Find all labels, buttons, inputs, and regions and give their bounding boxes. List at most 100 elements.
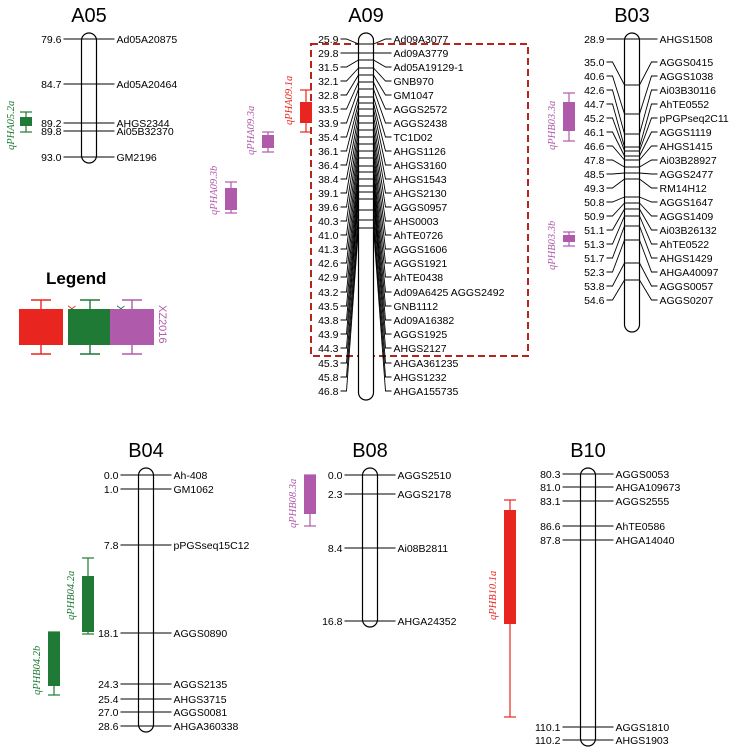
marker-position: 86.6 [540,521,561,533]
marker-position: 51.1 [584,225,605,237]
marker-connector-left [340,129,359,208]
marker-connector-left [340,136,359,222]
qtl-box [20,117,32,126]
marker-position: 80.3 [540,469,561,481]
marker-position: 43.9 [318,329,339,341]
marker-connector-right [373,88,392,124]
marker-connector-right [373,178,392,307]
marker-connector-left [340,191,359,335]
marker-position: 0.0 [328,470,343,482]
marker-connector-left [340,59,359,68]
qtl-qphb03-3b: qPHB03.3b [547,221,575,270]
marker-position: 48.5 [584,169,605,181]
marker-connector-right [373,96,392,138]
marker-position: 40.6 [584,71,605,83]
marker-position: 42.6 [318,258,339,270]
marker-position: 18.1 [98,628,119,640]
marker-connector-left [340,122,359,194]
marker-name: AHGA40097 [660,267,719,279]
qtl-box [563,235,575,242]
marker-connector-right [639,172,658,175]
chromosome-title: B10 [570,440,606,462]
qtl-box [82,576,94,632]
marker-position: 51.7 [584,253,605,265]
qtl-box [504,510,516,624]
qtl-box [304,475,316,514]
marker-name: GNB970 [394,76,434,88]
marker-connector-right [639,178,658,189]
marker-connector-right [639,61,658,86]
highlight-region [310,43,529,357]
qtl-label: qPHA05.2a [6,101,17,150]
marker-position: 46.1 [584,127,605,139]
marker-connector-right [373,108,392,166]
marker-name: AGGS0415 [660,57,714,69]
marker-position: 31.5 [318,62,339,74]
marker-connector-right [373,102,392,152]
chromosome-bar [579,467,597,747]
marker-name: AHGA14040 [616,535,675,547]
marker-position: 89.2 [41,118,62,130]
qtl-label: qPHB10.1a [488,571,499,620]
marker-position: 29.8 [318,48,339,60]
marker-position: 42.9 [318,272,339,284]
qtl-box [300,102,312,123]
marker-connector-left [606,262,625,287]
marker-name: AHGS1232 [394,372,447,384]
marker-name: AHGS1415 [660,141,713,153]
marker-connector-left [340,178,359,307]
marker-position: 25.9 [318,34,339,46]
legend: Legend XZ2014XZ2015XZ2016 [19,269,168,355]
marker-connector-right [639,145,658,161]
marker-connector-right [639,262,658,287]
qtl-qpha09-1a: qPHA09.1a [284,76,312,133]
marker-name: AGGS0890 [174,628,228,640]
marker-connector-right [373,209,392,364]
marker-name: GM2196 [117,152,157,164]
marker-name: Ai03B30116 [660,85,717,97]
qtl-qphb10-1a: qPHB10.1a [488,499,516,718]
marker-connector-right [373,74,392,96]
legend-swatch [19,309,63,345]
marker-position: 32.8 [318,90,339,102]
marker-position: 40.3 [318,216,339,228]
qtl-qpha09-3b: qPHA09.3b [209,166,237,215]
marker-name: Ad05A20464 [117,79,178,91]
marker-name: AHGS1508 [660,34,713,46]
chromosome-bar [357,32,375,401]
marker-connector-left [340,150,359,250]
marker-name: AHS0003 [394,216,439,228]
marker-name: AHGS2344 [117,118,170,130]
marker-connector-right [373,122,392,194]
marker-position: 41.0 [318,230,339,242]
marker-connector-left [606,145,625,161]
marker-name: AHGS2127 [394,343,447,355]
marker-position: 1.0 [104,484,119,496]
marker-position: 43.8 [318,315,339,327]
marker-connector-right [639,215,658,245]
marker-connector-left [606,239,625,273]
marker-position: 43.2 [318,287,339,299]
marker-position: 47.8 [584,155,605,167]
marker-name: AhTE0586 [616,521,666,533]
qtl-label: qPHB04.2b [32,646,43,695]
legend-swatch [68,309,112,345]
marker-position: 110.2 [535,735,561,747]
marker-name: AGGS2178 [398,489,452,501]
marker-connector-left [606,89,625,135]
marker-position: 32.1 [318,76,339,88]
chromosome-bar [137,467,155,733]
marker-name: AGGS1409 [660,211,714,223]
marker-position: 41.3 [318,244,339,256]
marker-position: 81.0 [540,482,561,494]
marker-name: Ad05A20875 [117,34,178,46]
marker-connector-right [639,117,658,152]
marker-connector-left [340,81,359,110]
marker-connector-right [639,131,658,157]
marker-position: 45.8 [318,372,339,384]
marker-position: 28.9 [584,34,605,46]
